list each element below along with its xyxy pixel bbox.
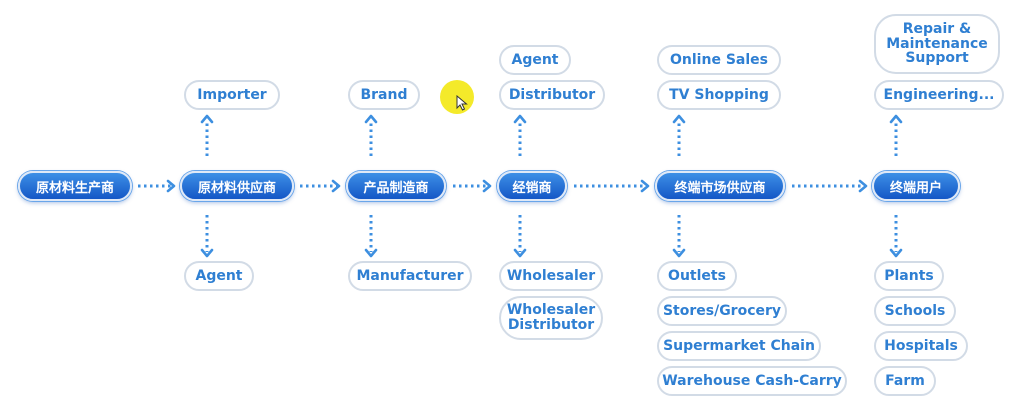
branch-agent-upper: Agent: [499, 45, 571, 75]
branch-repair-maintenance-support: Repair & Maintenance Support: [874, 14, 1000, 74]
node-raw-material-producer: 原材料生产商: [18, 171, 132, 201]
branch-importer: Importer: [184, 80, 280, 110]
arrowhead-h3: [482, 179, 492, 193]
arrowhead-up-5: [889, 114, 903, 124]
branch-outlets: Outlets: [657, 261, 737, 291]
arrowhead-up-3: [513, 114, 527, 124]
arrowhead-up-4: [672, 114, 686, 124]
branch-manufacturer: Manufacturer: [348, 261, 472, 291]
arrowhead-down-5: [889, 248, 903, 258]
arrowhead-h2: [331, 179, 341, 193]
node-distributor: 经销商: [497, 171, 567, 201]
branch-wholesaler-distributor: Wholesaler Distributor: [499, 296, 603, 340]
branch-farm: Farm: [874, 366, 936, 396]
branch-warehouse-cash-carry: Warehouse Cash-Carry: [657, 366, 847, 396]
branch-online-sales: Online Sales: [657, 45, 781, 75]
branch-engineering: Engineering...: [874, 80, 1004, 110]
branch-supermarket-chain: Supermarket Chain: [657, 331, 821, 361]
node-product-manufacturer: 产品制造商: [346, 171, 446, 201]
arrowhead-down-1: [200, 248, 214, 258]
arrowhead-down-4: [672, 248, 686, 258]
branch-tv-shopping: TV Shopping: [657, 80, 781, 110]
branch-distributor: Distributor: [499, 80, 605, 110]
branch-agent-lower: Agent: [184, 261, 254, 291]
arrowhead-up-2: [364, 114, 378, 124]
node-end-user: 终端用户: [872, 171, 960, 201]
node-raw-material-supplier: 原材料供应商: [180, 171, 294, 201]
mouse-cursor-icon: [456, 95, 468, 111]
branch-brand: Brand: [348, 80, 420, 110]
branch-wholesaler: Wholesaler: [499, 261, 603, 291]
arrowhead-down-2: [364, 248, 378, 258]
arrowhead-h1: [166, 179, 176, 193]
branch-hospitals: Hospitals: [874, 331, 968, 361]
branch-plants: Plants: [874, 261, 944, 291]
branch-stores-grocery: Stores/Grocery: [657, 296, 787, 326]
arrowhead-up-1: [200, 114, 214, 124]
node-terminal-market-supplier: 终端市场供应商: [655, 171, 785, 201]
arrowhead-h4: [640, 179, 650, 193]
arrowhead-down-3: [513, 248, 527, 258]
branch-schools: Schools: [874, 296, 956, 326]
arrowhead-h5: [858, 179, 868, 193]
